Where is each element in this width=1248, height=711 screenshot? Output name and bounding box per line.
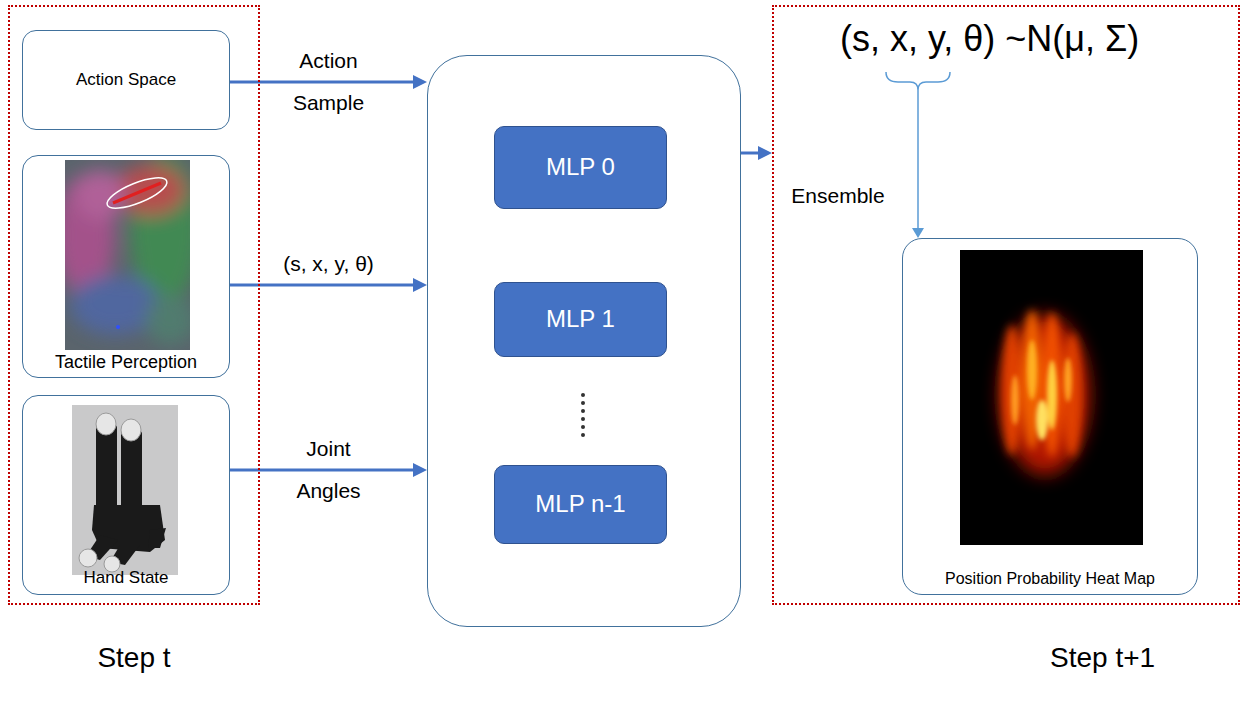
distribution-formula: (s, x, y, θ) ~N(μ, Σ) xyxy=(840,17,1139,60)
node-text: Position Probability Heat Map xyxy=(945,569,1155,588)
node-text: MLP 1 xyxy=(546,305,615,334)
step-frame: Step t+1Position Probability Heat Map xyxy=(772,5,1240,605)
ensemble-container: MLP 0 MLP 1 MLP n-1 xyxy=(427,55,741,627)
mlp-box: MLP 0 xyxy=(494,126,667,209)
node-text: Tactile Perception xyxy=(55,352,197,374)
edge-label: Ensemble xyxy=(791,183,884,208)
step-frame: Step tAction SpaceTactile PerceptionHand… xyxy=(8,5,260,605)
edge-label: Joint xyxy=(306,436,350,461)
tactile-image xyxy=(65,160,190,350)
bracket-arrowhead xyxy=(912,228,924,238)
flow-arrow xyxy=(741,146,772,160)
edge-label: Action xyxy=(299,48,357,73)
node-text: Step t+1 xyxy=(1050,641,1155,675)
node-text: Step t xyxy=(97,641,170,675)
input-box: Tactile Perception xyxy=(22,155,230,378)
input-box: Action Space xyxy=(22,30,230,130)
heatmap-box: Position Probability Heat Map xyxy=(902,238,1198,595)
node-text: Action Space xyxy=(76,70,176,90)
node-text: MLP n-1 xyxy=(535,490,625,519)
bracket-pointer xyxy=(886,72,950,229)
ellipsis-dots xyxy=(581,393,585,437)
edge-label-part: Sample xyxy=(293,90,364,115)
node-text: Hand State xyxy=(83,568,168,588)
edge-label: (s, x, y, θ) xyxy=(283,251,374,276)
heatmap-image xyxy=(960,250,1143,545)
mlp-box: MLP n-1 xyxy=(494,465,667,544)
mlp-box: MLP 1 xyxy=(494,282,667,357)
hand-image xyxy=(72,405,178,575)
edge-label-part: Angles xyxy=(296,478,360,503)
input-box: Hand State xyxy=(22,395,230,595)
node-text: MLP 0 xyxy=(546,153,615,182)
